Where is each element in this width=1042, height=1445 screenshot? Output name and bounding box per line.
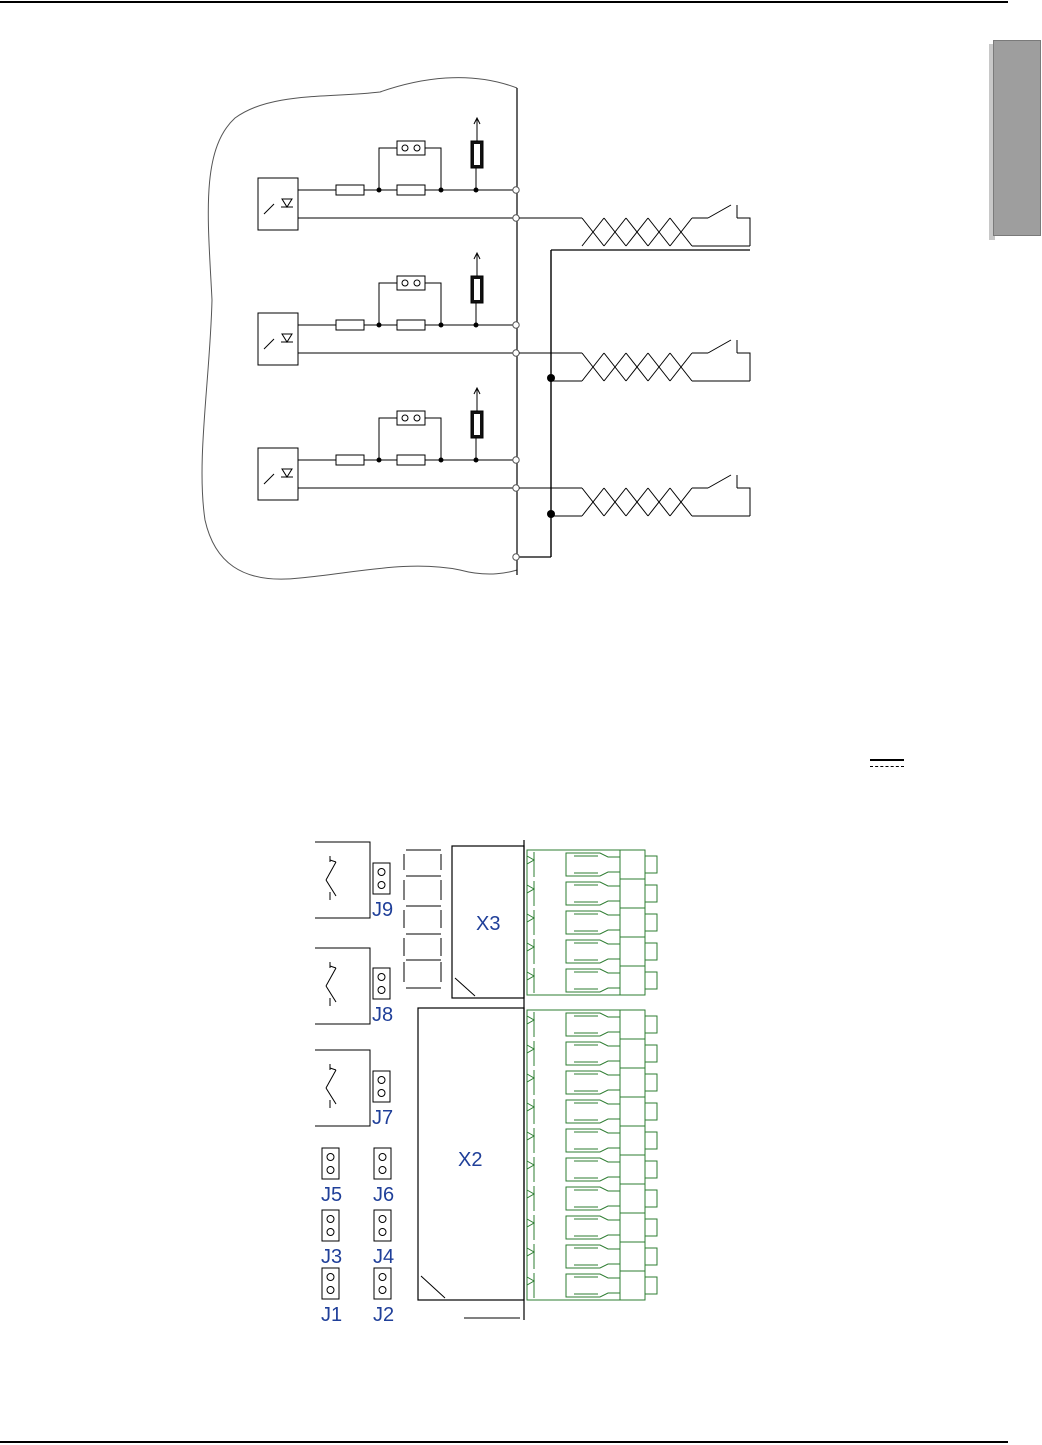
terminal-screw [527, 939, 657, 966]
jumper-label-j6: J6 [373, 1184, 394, 1206]
terminal-screw [527, 1157, 657, 1184]
jumper-j8 [373, 968, 390, 999]
terminal-screw [527, 1012, 657, 1039]
terminal-screw [527, 1186, 657, 1213]
jumper-label-j8: J8 [372, 1004, 393, 1026]
connector-x3-label: X3 [476, 913, 500, 935]
jumper-label-j5: J5 [321, 1184, 342, 1206]
terminal-screw [527, 910, 657, 937]
terminal-screw [527, 1215, 657, 1242]
terminal-screw [527, 968, 657, 995]
jumper-j3 [322, 1210, 339, 1241]
jumper-j6 [374, 1148, 391, 1179]
relay-block-2 [315, 948, 370, 1024]
terminal-screw [527, 1128, 657, 1155]
terminal-screw [527, 1273, 657, 1300]
jumper-j2 [374, 1268, 391, 1299]
terminal-screw [527, 852, 657, 879]
jumper-label-j1: J1 [321, 1304, 342, 1326]
terminal-screw [527, 881, 657, 908]
terminal-screw [527, 1041, 657, 1068]
jumper-label-j3: J3 [321, 1246, 342, 1268]
relay-block-1 [315, 842, 370, 918]
jumper-j7 [373, 1071, 390, 1102]
connector-x2-label: X2 [458, 1149, 482, 1171]
jumper-label-j7: J7 [372, 1107, 393, 1129]
terminal-block-x3 [527, 850, 657, 995]
jumper-j9 [373, 863, 390, 894]
relay-contact-symbol [326, 856, 336, 900]
jumper-j1 [322, 1268, 339, 1299]
terminal-screw [527, 1070, 657, 1097]
relay-block-3 [315, 1050, 370, 1126]
jumper-j5 [322, 1148, 339, 1179]
terminal-screw [527, 1244, 657, 1271]
terminal-screw [527, 1099, 657, 1126]
x3-pin-brackets [404, 850, 441, 988]
terminal-block-x2 [527, 1010, 657, 1300]
relay-contact-symbol [326, 1064, 336, 1108]
jumper-label-j2: J2 [373, 1304, 394, 1326]
relay-contact-symbol [326, 962, 336, 1006]
jumper-label-j4: J4 [373, 1246, 394, 1268]
jumper-label-j9: J9 [372, 899, 393, 921]
jumper-j4 [374, 1210, 391, 1241]
